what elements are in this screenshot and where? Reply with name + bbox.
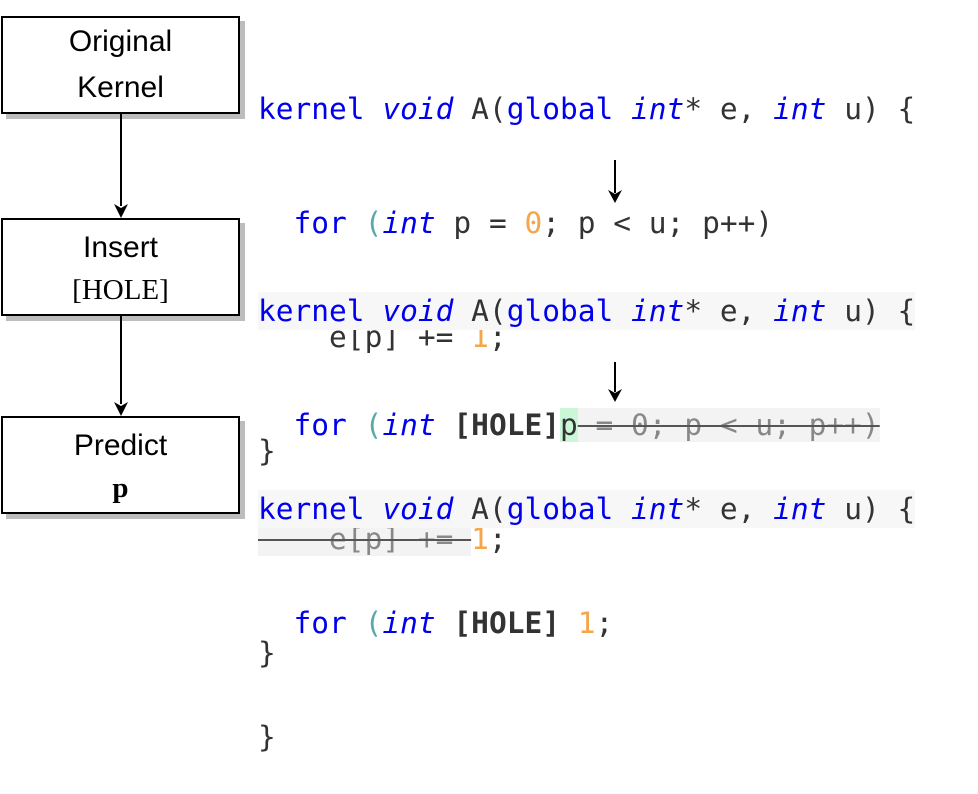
arrow-box2-to-box3 — [114, 316, 128, 416]
code-token: int — [631, 492, 685, 526]
code-token: kernel — [258, 294, 365, 328]
code-token: } — [258, 720, 276, 754]
code-token: A( — [453, 492, 507, 526]
code-token: int — [631, 92, 685, 126]
deleted-code: = 0; p < u; p++) — [577, 408, 880, 442]
code-token: u) { — [826, 492, 916, 526]
code-line: for (int [HOLE]p = 0; p < u; p++) — [258, 406, 915, 444]
code-token: * e, — [684, 492, 774, 526]
code-line: } — [258, 432, 915, 470]
code-token: int — [382, 606, 436, 640]
flow-arrows — [114, 114, 622, 416]
code-line: kernel void A(global int* e, int u) { — [258, 292, 916, 330]
code-token: for — [293, 408, 347, 442]
code-line: for (int [HOLE] 1; — [258, 604, 915, 642]
code-token: u) { — [826, 294, 916, 328]
code-token: for — [293, 606, 347, 640]
step-label-line1: Original — [68, 25, 173, 58]
code-token: A( — [453, 92, 507, 126]
code-token: global — [506, 92, 614, 126]
code-line: kernel void A(global int* e, int u) { — [258, 90, 915, 128]
code-token: global — [506, 492, 614, 526]
code-token: void — [382, 92, 454, 126]
code-token: int — [631, 294, 685, 328]
code-token: void — [382, 294, 454, 328]
hole-token: [HOLE] — [453, 408, 560, 442]
step-label-line1: Insert — [82, 231, 159, 264]
code-token: } — [258, 434, 276, 468]
step-box-original-kernel: Original Kernel — [1, 16, 240, 114]
code-line: kernel void A(global int* e, int u) { — [258, 490, 916, 528]
step-box-predict: Predict p — [1, 416, 240, 514]
arrow-code1-to-code2 — [608, 160, 622, 203]
arrow-box1-to-box2 — [114, 114, 128, 218]
code-token: ; p < u; p++) — [542, 206, 774, 240]
code-token: int — [382, 206, 436, 240]
code-token: for — [293, 206, 347, 240]
code-token: A( — [453, 294, 507, 328]
code-token: ( — [364, 206, 383, 240]
code-block-original: kernel void A(global int* e, int u) { fo… — [258, 14, 915, 508]
code-line: } — [258, 718, 915, 756]
code-token: kernel — [258, 492, 365, 526]
code-token: 1 — [577, 606, 596, 640]
code-token: * e, — [684, 92, 774, 126]
step-label-line1: Predict — [73, 429, 168, 462]
code-token: ( — [364, 606, 383, 640]
code-token: ; — [595, 606, 614, 640]
code-token: int — [773, 92, 827, 126]
code-token: * e, — [684, 294, 774, 328]
code-token: global — [506, 294, 614, 328]
code-token: int — [773, 294, 827, 328]
code-token: ( — [364, 408, 383, 442]
code-token: int — [773, 492, 827, 526]
code-token: kernel — [258, 92, 365, 126]
step-label-line2: p — [112, 472, 129, 504]
code-token: u) { — [826, 92, 916, 126]
code-token: p = — [435, 206, 525, 240]
code-token: 0 — [524, 206, 543, 240]
step-box-insert-hole: Insert [HOLE] — [1, 218, 240, 316]
code-token: void — [382, 492, 454, 526]
code-indent — [258, 606, 294, 640]
hole-token: [HOLE] — [453, 606, 560, 640]
hole-highlight-char: p — [560, 408, 578, 442]
step-label-line2: Kernel — [77, 71, 164, 104]
code-block-predict: kernel void A(global int* e, int u) { fo… — [258, 414, 916, 794]
code-token: int — [382, 408, 436, 442]
code-line: for (int p = 0; p < u; p++) — [258, 204, 915, 242]
arrow-code2-to-code3 — [608, 362, 622, 402]
step-label-line2: [HOLE] — [72, 274, 169, 306]
